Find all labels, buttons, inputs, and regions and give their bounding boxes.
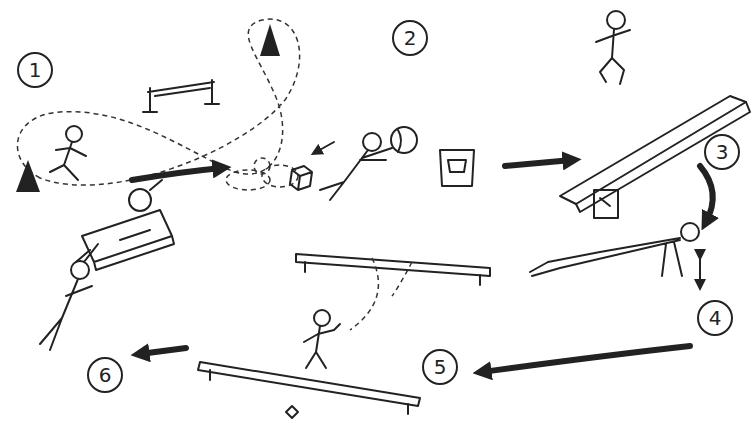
slalom-station [16, 19, 300, 192]
throw-station [226, 127, 572, 200]
beam-station [700, 166, 713, 222]
number-ring [393, 21, 427, 55]
plank-station [482, 223, 700, 372]
hang-station [129, 189, 151, 211]
bench-station [286, 406, 298, 418]
throw-station [254, 158, 270, 174]
plank-station [699, 255, 701, 285]
bench-station [296, 254, 490, 276]
throw-station [505, 160, 572, 166]
bench-station [198, 362, 420, 406]
slalom-station [16, 160, 40, 192]
slalom-station [17, 19, 299, 185]
slalom-station [260, 24, 280, 56]
bench-station [210, 370, 408, 414]
hang-station [66, 286, 92, 296]
hang-station [71, 261, 89, 279]
hang-station [82, 210, 174, 270]
slalom-station [155, 88, 210, 96]
callout-number: 5 [425, 352, 455, 382]
plank-station [530, 238, 682, 276]
plank-station [482, 346, 690, 372]
bench-station [140, 348, 186, 354]
beam-station [560, 96, 746, 204]
slalom-station [143, 80, 219, 112]
number-ring [698, 301, 732, 335]
callout-number: 3 [707, 137, 737, 167]
bench-station [350, 258, 412, 330]
callout-number: 6 [90, 360, 120, 390]
throw-station [398, 130, 401, 152]
plank-station [681, 223, 699, 241]
slalom-station [66, 126, 82, 142]
number-ring [423, 350, 457, 384]
beam-station [607, 11, 625, 29]
bench-station [140, 254, 490, 418]
slalom-station [132, 168, 222, 180]
beam-station [576, 102, 750, 212]
throw-station [440, 150, 474, 186]
number-ring [18, 21, 739, 392]
beam-station [594, 190, 618, 218]
beam-station [560, 11, 750, 222]
callout-number: 1 [20, 55, 50, 85]
bench-station [314, 310, 330, 326]
throw-station [363, 133, 381, 151]
callout-number: 2 [395, 23, 425, 53]
slalom-station [50, 142, 86, 180]
callout-number: 4 [700, 303, 730, 333]
throw-station [290, 166, 312, 190]
beam-station [596, 29, 630, 84]
throw-station [316, 142, 334, 152]
hang-station [150, 180, 162, 190]
throw-station [391, 127, 417, 153]
hang-station [40, 244, 98, 350]
number-ring [88, 358, 122, 392]
bench-station [305, 262, 480, 285]
throw-station [320, 148, 392, 200]
hang-station [40, 180, 174, 350]
bench-station [304, 324, 340, 368]
throw-station [262, 165, 298, 187]
number-ring [705, 135, 739, 169]
number-ring [18, 53, 52, 87]
